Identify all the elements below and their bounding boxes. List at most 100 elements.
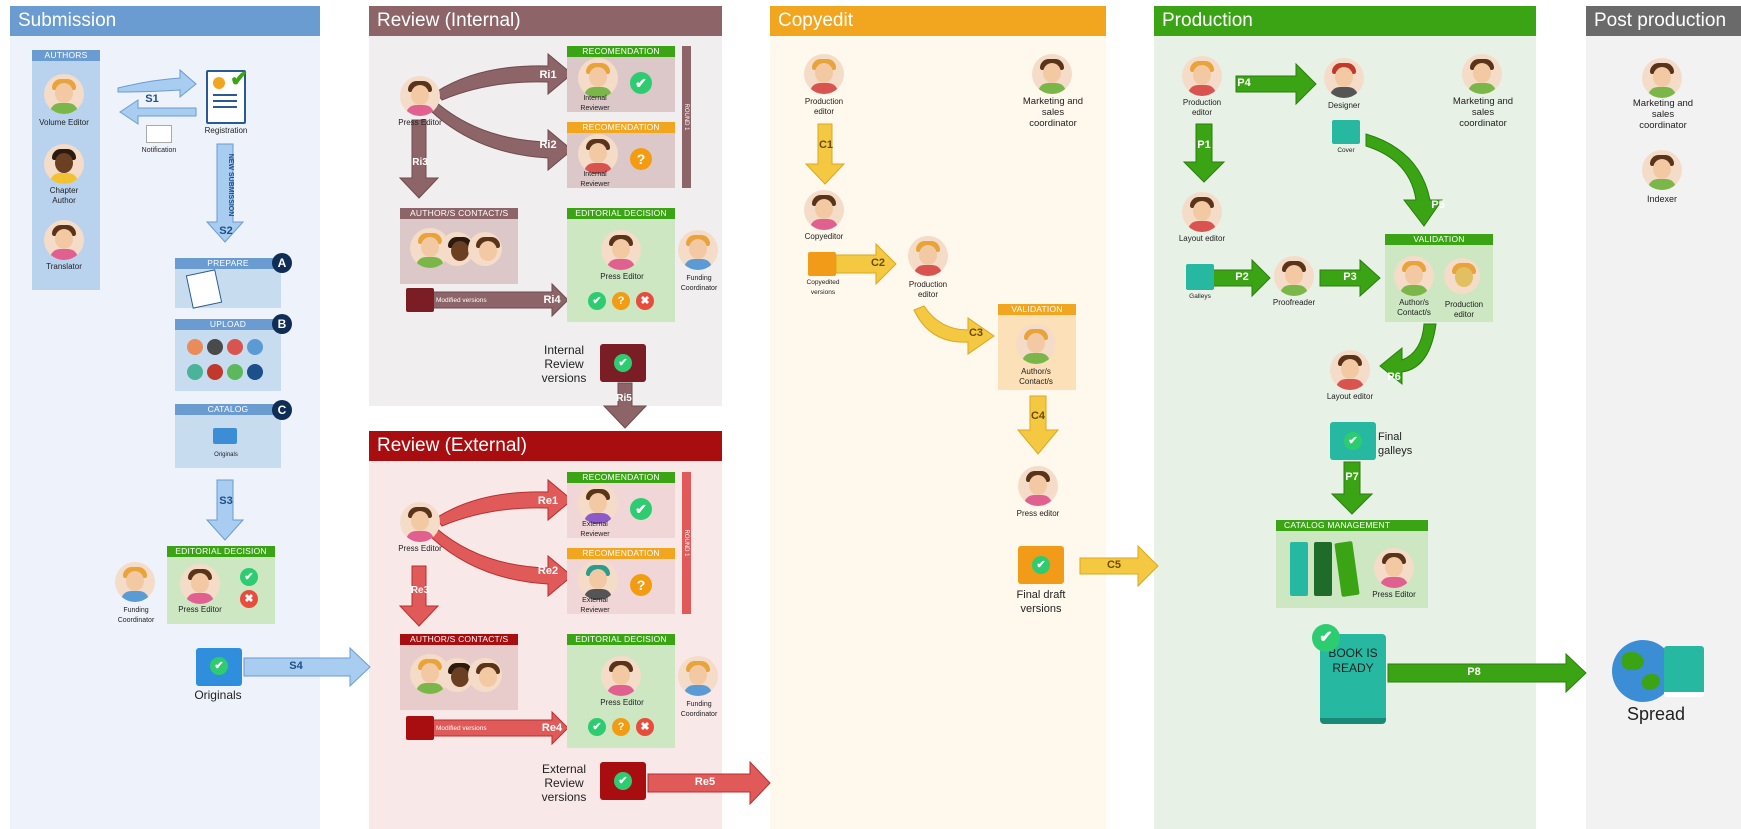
folder-tags-icon bbox=[213, 428, 237, 444]
label-p6: P6 bbox=[1387, 371, 1401, 383]
label-ri-ed-press-editor: Press Editor bbox=[600, 272, 644, 281]
re-ed-approve-icon: ✔ bbox=[588, 718, 606, 736]
badge-c: C bbox=[272, 400, 292, 420]
upload-box: UPLOAD bbox=[175, 319, 281, 391]
modified-versions-folder-icon-ri bbox=[406, 288, 434, 312]
label-re5: Re5 bbox=[694, 776, 716, 788]
avatar-designer bbox=[1324, 58, 1364, 98]
badge-b: B bbox=[272, 314, 292, 334]
arrow-ri1 bbox=[435, 52, 573, 101]
upload-header: UPLOAD bbox=[175, 319, 281, 330]
re-ed-revise-icon: ? bbox=[612, 718, 630, 736]
envelope-icon bbox=[146, 125, 172, 143]
label-pr-press-editor: Press Editor bbox=[1372, 590, 1416, 599]
avatar-ce-marketing bbox=[1032, 54, 1072, 94]
label-copyedited-versions: Copyedited versions bbox=[806, 279, 840, 296]
spread-book-icon bbox=[1664, 646, 1704, 697]
arrow-c4 bbox=[1016, 395, 1060, 455]
label-re-round: ROUND 1 bbox=[683, 529, 689, 557]
catalog-box: CATALOG Originals bbox=[175, 404, 281, 468]
label-indexer: Indexer bbox=[1646, 194, 1678, 204]
binder-icon-1 bbox=[1290, 542, 1308, 596]
arrow-re2 bbox=[431, 527, 573, 598]
label-volume-editor: Volume Editor bbox=[39, 118, 89, 127]
final-galleys-folder-icon: ✔ bbox=[1330, 422, 1376, 460]
lane-title-copyedit: Copyedit bbox=[770, 6, 1106, 36]
ri-ed-approve-icon: ✔ bbox=[588, 292, 606, 310]
label-ri3: Ri3 bbox=[412, 157, 428, 168]
galleys-folder-icon bbox=[1186, 264, 1214, 290]
arrow-ri5 bbox=[602, 382, 648, 429]
registration-form-icon: ✔ bbox=[206, 66, 248, 124]
arrow-c3 bbox=[913, 305, 995, 355]
catalog-management-header: CATALOG MANAGEMENT bbox=[1276, 520, 1428, 531]
label-registration: Registration bbox=[204, 126, 248, 135]
avatar-chapter-author bbox=[44, 144, 84, 184]
label-re-review-versions: External Review versions bbox=[541, 762, 587, 804]
re-round-bar bbox=[682, 472, 691, 614]
label-ri2: Ri2 bbox=[539, 139, 557, 151]
label-final-draft: Final draft versions bbox=[1016, 589, 1066, 615]
arrow-re3 bbox=[398, 565, 440, 627]
label-re-ed-press-editor: Press Editor bbox=[600, 698, 644, 707]
label-notification: Notification bbox=[141, 147, 177, 154]
label-re2: Re2 bbox=[537, 565, 559, 577]
label-re-funding-coordinator: Funding Coordinator bbox=[680, 701, 718, 718]
avatar-ri-funding-coordinator bbox=[678, 230, 718, 270]
re-authors-contacts-header: AUTHOR/S CONTACT/S bbox=[400, 634, 518, 645]
label-external-reviewer-1: External Reviewer bbox=[580, 521, 610, 538]
avatar-ce-production-editor-2 bbox=[908, 236, 948, 276]
arrow-c5 bbox=[1079, 544, 1159, 588]
arrow-p3 bbox=[1319, 258, 1381, 298]
prepare-box: PREPARE bbox=[175, 258, 281, 309]
avatar-ri-ed-press-editor bbox=[601, 230, 641, 270]
label-p8: P8 bbox=[1467, 666, 1481, 678]
avatar-ce-press-editor bbox=[1018, 466, 1058, 506]
arrow-p1 bbox=[1182, 123, 1226, 183]
globe-icon bbox=[1612, 640, 1674, 702]
label-layout-editor: Layout editor bbox=[1178, 234, 1226, 243]
avatar-ce-production-editor bbox=[804, 54, 844, 94]
ri-authors-contacts-header: AUTHOR/S CONTACT/S bbox=[400, 208, 518, 219]
avatar-pr-production-editor-2 bbox=[1444, 258, 1480, 294]
avatar-pr-production-editor bbox=[1182, 56, 1222, 96]
label-ce-authors-contacts: Author/s Contact/s bbox=[1019, 367, 1053, 386]
cover-folder-icon bbox=[1332, 120, 1360, 144]
ri-editorial-decision-header: EDITORIAL DECISION bbox=[567, 208, 675, 219]
re-review-versions-folder-icon: ✔ bbox=[600, 762, 646, 800]
arrow-p7 bbox=[1330, 461, 1374, 515]
label-translator: Translator bbox=[46, 262, 82, 271]
avatar-re-press-editor bbox=[400, 502, 440, 542]
ri-positive-icon: ✔ bbox=[630, 72, 652, 94]
lane-title-submission: Submission bbox=[10, 6, 320, 36]
ri-recommendation-header-1: RECOMENDATION bbox=[567, 46, 675, 57]
label-p7: P7 bbox=[1345, 471, 1359, 483]
label-c1: C1 bbox=[818, 139, 834, 151]
label-galleys: Galleys bbox=[1189, 293, 1211, 300]
arrow-c1 bbox=[804, 123, 846, 185]
avatar-internal-reviewer-1 bbox=[578, 58, 618, 98]
label-p5: P5 bbox=[1431, 199, 1445, 211]
label-ri-press-editor: Press Editor bbox=[398, 118, 442, 127]
arrow-ri4 bbox=[429, 282, 569, 318]
arrow-p5 bbox=[1365, 133, 1443, 227]
avatar-pr-marketing bbox=[1462, 54, 1502, 94]
label-c4: C4 bbox=[1030, 410, 1046, 422]
label-p3: P3 bbox=[1343, 271, 1357, 283]
label-c5: C5 bbox=[1106, 559, 1122, 571]
binder-icon-2 bbox=[1314, 542, 1332, 596]
label-proofreader: Proofreader bbox=[1272, 298, 1316, 307]
label-post-marketing: Marketing and sales coordinator bbox=[1632, 98, 1694, 131]
originals-folder-icon: ✔ bbox=[196, 648, 242, 686]
re-ed-reject-icon: ✖ bbox=[636, 718, 654, 736]
arrow-p4 bbox=[1235, 62, 1317, 106]
label-ri1: Ri1 bbox=[539, 69, 557, 81]
label-re-press-editor: Press Editor bbox=[398, 544, 442, 553]
badge-a: A bbox=[272, 253, 292, 273]
avatar-ri-press-editor bbox=[400, 76, 440, 116]
label-pr-marketing: Marketing and sales coordinator bbox=[1452, 96, 1514, 129]
lane-title-production: Production bbox=[1154, 6, 1536, 36]
ri-review-versions-folder-icon: ✔ bbox=[600, 344, 646, 382]
lane-title-review-internal: Review (Internal) bbox=[369, 6, 722, 36]
re-recommendation-header-2: RECOMENDATION bbox=[567, 548, 675, 559]
